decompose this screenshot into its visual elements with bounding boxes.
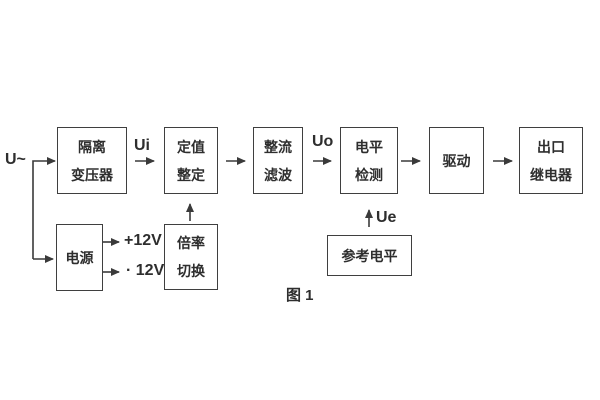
block-label: 出口 (537, 138, 565, 155)
block-label: 检测 (355, 166, 383, 183)
block-label: 变压器 (71, 166, 113, 183)
signal-ui-label: Ui (134, 137, 150, 154)
block-label: 定值 (177, 138, 205, 155)
block-isolation-transformer: 隔离 变压器 (57, 127, 127, 194)
block-label: 电平 (355, 138, 383, 155)
block-ratio-switch: 倍率 切换 (164, 224, 218, 290)
block-rectifier-filter: 整流 滤波 (253, 127, 303, 194)
rail-plus12v-label: +12V (124, 232, 162, 249)
block-label: 驱动 (442, 152, 471, 169)
block-label: 继电器 (530, 166, 572, 183)
block-label: 参考电平 (341, 247, 398, 264)
input-voltage-label: U~ (5, 151, 26, 168)
block-reference-level: 参考电平 (327, 235, 412, 276)
block-level-detection: 电平 检测 (340, 127, 398, 194)
block-label: 整定 (177, 166, 205, 183)
block-output-relay: 出口 继电器 (519, 127, 583, 194)
block-label: 整流 (264, 138, 292, 155)
arrow-input-to-transformer (32, 157, 56, 259)
figure-caption: 图 1 (286, 287, 314, 304)
signal-ue-label: Ue (376, 209, 397, 226)
block-label: 电源 (65, 249, 94, 266)
rail-minus12v-label: · 12V (126, 262, 165, 279)
block-label: 滤波 (264, 166, 292, 183)
block-drive: 驱动 (429, 127, 484, 194)
block-label: 切换 (177, 263, 205, 279)
block-label: 倍率 (177, 235, 205, 251)
block-label: 隔离 (78, 138, 106, 155)
block-power-supply: 电源 (56, 224, 103, 291)
signal-uo-label: Uo (312, 133, 334, 150)
block-setting: 定值 整定 (164, 127, 218, 194)
